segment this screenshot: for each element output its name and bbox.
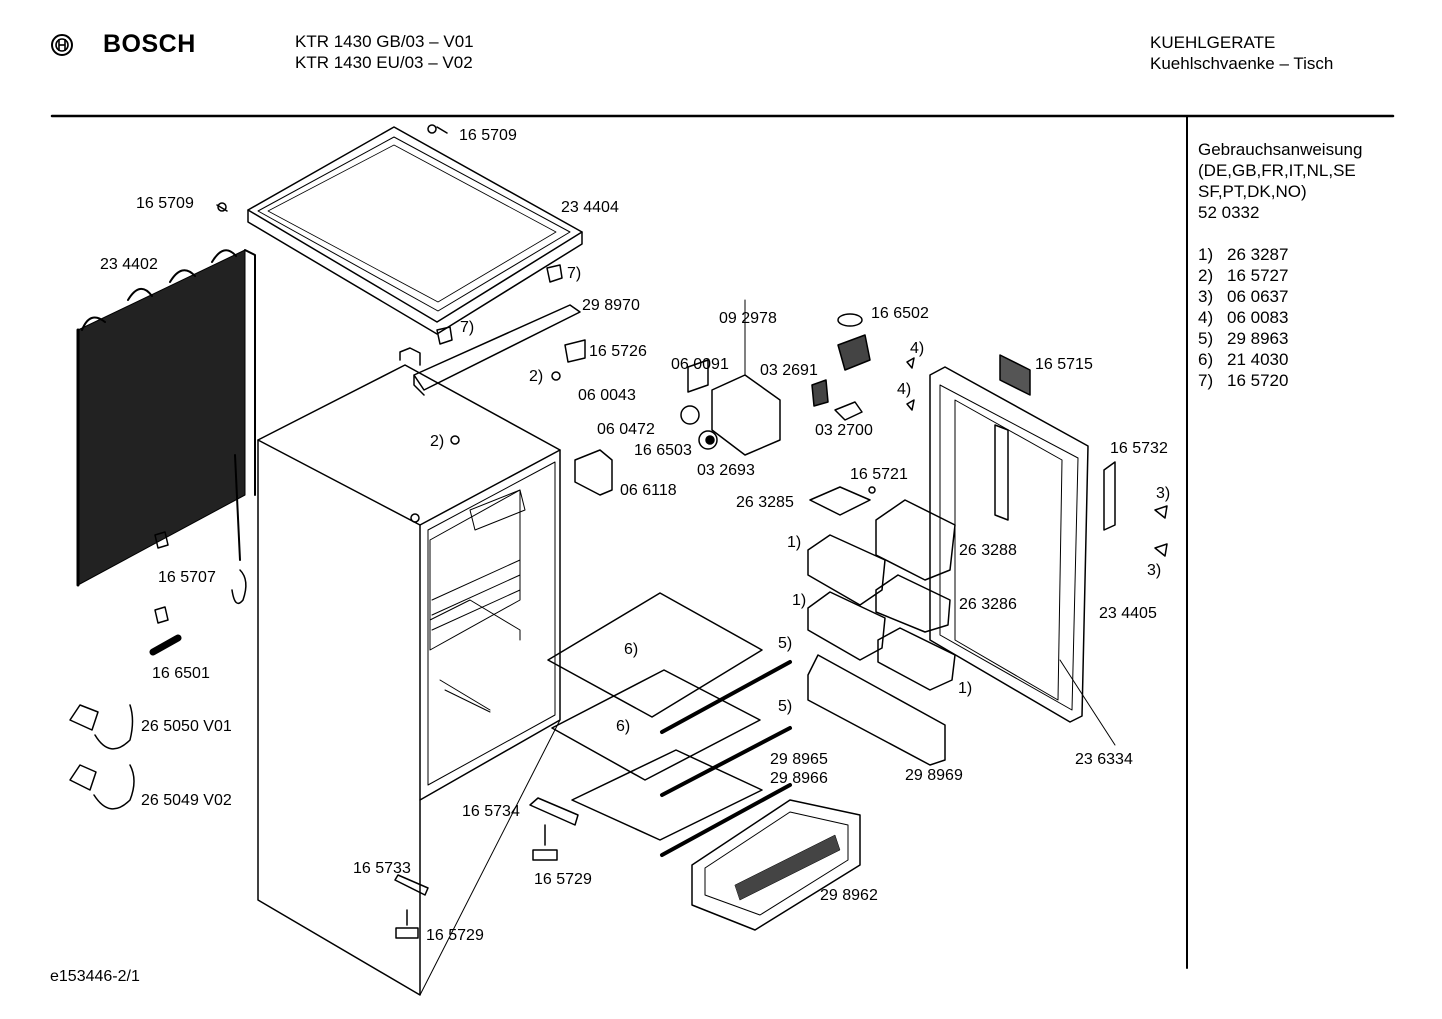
side-panel: Gebrauchsanweisung (DE,GB,FR,IT,NL,SE SF… <box>1198 139 1362 391</box>
footnote-ref: 7) <box>567 265 582 282</box>
footnote-ref: 5) <box>778 698 793 715</box>
part-label: 03 2700 <box>815 422 873 439</box>
part-label: 29 8970 <box>582 297 640 314</box>
part-label: 03 2691 <box>760 362 818 379</box>
part-label: 23 4405 <box>1099 605 1157 622</box>
part-label: 16 5709 <box>459 127 517 144</box>
hinge-bracket <box>413 304 581 396</box>
drawing-id: e153446-2/1 <box>50 968 140 985</box>
door <box>929 354 1116 746</box>
model-line-1: KTR 1430 GB/03 – V01 <box>295 32 474 51</box>
model-line-2: KTR 1430 EU/03 – V02 <box>295 53 473 72</box>
part-label: 26 5049 V02 <box>141 792 232 809</box>
part-label: 26 3285 <box>736 494 794 511</box>
part-label: 16 5733 <box>353 860 411 877</box>
part-label: 16 5715 <box>1035 356 1093 373</box>
part-label: 16 6502 <box>871 305 929 322</box>
footnote-ref: 1) <box>792 592 807 609</box>
adjustable-feet <box>394 797 579 939</box>
part-label: 16 5729 <box>426 927 484 944</box>
category-line-2: Kuehlschvaenke – Tisch <box>1150 54 1334 73</box>
footnote-ref: 1) <box>787 534 802 551</box>
part-label: 16 5707 <box>158 569 216 586</box>
footnote-item: 3)06 0637 <box>1198 287 1289 306</box>
manual-languages-2: SF,PT,DK,NO) <box>1198 182 1307 201</box>
bosch-logo-icon <box>51 34 73 56</box>
manual-title: Gebrauchsanweisung <box>1198 140 1363 159</box>
category-line-1: KUEHLGERATE <box>1150 33 1276 52</box>
part-label: 26 3288 <box>959 542 1017 559</box>
part-label: 16 5709 <box>136 195 194 212</box>
footnote-ref: 1) <box>958 680 973 697</box>
footnote-item: 7)16 5720 <box>1198 371 1289 390</box>
part-label: 29 8962 <box>820 887 878 904</box>
footnote-ref: 3) <box>1147 562 1162 579</box>
part-label: 16 6501 <box>152 665 210 682</box>
footnote-item: 1)26 3287 <box>1198 245 1289 264</box>
manual-languages-1: (DE,GB,FR,IT,NL,SE <box>1198 161 1356 180</box>
footnote-ref: 4) <box>910 340 925 357</box>
part-label: 23 4404 <box>561 199 619 216</box>
footnote-item: 6)21 4030 <box>1198 350 1289 369</box>
part-label: 16 5734 <box>462 803 520 820</box>
footnote-ref: 6) <box>624 641 639 658</box>
part-label: 23 6334 <box>1075 751 1133 768</box>
part-label: 26 3286 <box>959 596 1017 613</box>
part-label: 26 5050 V01 <box>141 718 232 735</box>
power-cords <box>69 704 135 810</box>
door-bins <box>807 486 956 766</box>
brand-name: BOSCH <box>103 30 196 58</box>
part-label: 06 6118 <box>620 482 677 499</box>
shelves <box>547 592 792 857</box>
part-label: 16 5732 <box>1110 440 1168 457</box>
manual-number: 52 0332 <box>1198 203 1260 222</box>
footnote-ref: 6) <box>616 718 631 735</box>
thermostat-housing <box>680 299 781 456</box>
part-label: 16 5721 <box>850 466 908 483</box>
footnote-item: 2)16 5727 <box>1198 266 1289 285</box>
footnote-ref: 2) <box>430 433 445 450</box>
cover-bracket <box>574 449 613 496</box>
part-label: 16 5729 <box>534 871 592 888</box>
crisper-drawer <box>691 799 861 931</box>
part-label: 06 0472 <box>597 421 655 438</box>
part-label: 16 6503 <box>634 442 692 459</box>
part-label: 29 8966 <box>770 770 828 787</box>
part-label: 23 4402 <box>100 256 158 273</box>
part-label: 29 8965 <box>770 751 828 768</box>
small-fasteners <box>149 124 1168 656</box>
footnote-item: 5)29 8963 <box>1198 329 1289 348</box>
part-label: 09 2978 <box>719 310 777 327</box>
footnote-ref: 4) <box>897 381 912 398</box>
part-label: 06 0091 <box>671 356 729 373</box>
part-label: 06 0043 <box>578 387 636 404</box>
cabinet-body <box>257 347 561 996</box>
footnote-item: 4)06 0083 <box>1198 308 1289 327</box>
part-label: 29 8969 <box>905 767 963 784</box>
footnote-list: 1)26 3287 2)16 5727 3)06 0637 4)06 0083 … <box>1198 244 1362 391</box>
footnote-ref: 5) <box>778 635 793 652</box>
footnote-ref: 2) <box>529 368 544 385</box>
part-label: 03 2693 <box>697 462 755 479</box>
lamp-assembly <box>811 313 871 421</box>
footnote-ref: 3) <box>1156 485 1171 502</box>
condenser <box>76 249 256 587</box>
top-lid <box>247 126 583 335</box>
footnote-ref: 7) <box>460 319 475 336</box>
part-label: 16 5726 <box>589 343 647 360</box>
